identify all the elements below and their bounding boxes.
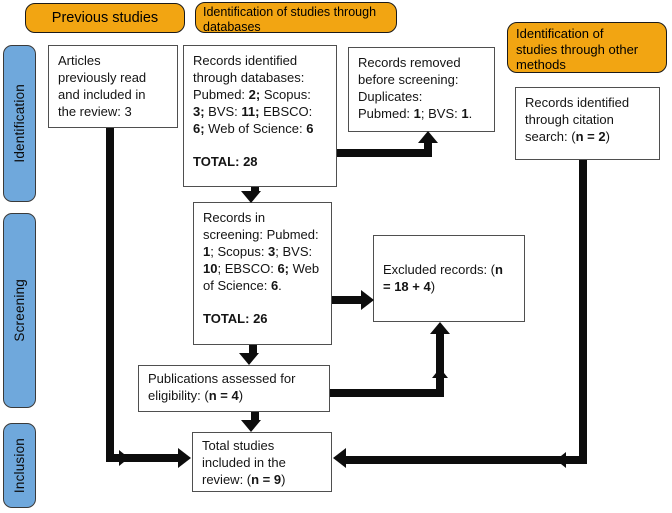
arrow-databases-to-removed-vshaft — [424, 143, 432, 157]
arrow-articles-to-total-vshaft — [106, 128, 114, 462]
arrow-articles-to-total-head — [178, 448, 191, 468]
phase-screening: Screening — [3, 213, 36, 408]
arrow-citation-to-total-midhead — [556, 452, 566, 468]
pill-identification-databases: Identification of studies through databa… — [195, 2, 397, 34]
box-records-in-screening: Records in screening: Pubmed: 1; Scopus:… — [193, 202, 332, 345]
arrow-articles-to-total-hshaft — [106, 454, 178, 462]
box-excluded-records: Excluded records: (n = 18 + 4) — [373, 235, 525, 322]
phase-screening-label: Screening — [12, 279, 27, 342]
arrow-databases-to-removed-head — [418, 131, 438, 143]
box-articles-previously-read: Articles previously read and included in… — [48, 45, 178, 128]
arrow-databases-to-removed-hshaft — [337, 149, 432, 157]
arrow-publications-to-total-shaft — [251, 412, 259, 421]
arrow-publications-to-excluded-head — [430, 322, 450, 334]
arrow-publications-to-excluded-midhead — [432, 368, 448, 378]
arrow-publications-to-excluded-hshaft — [330, 389, 444, 397]
phase-inclusion-label: Inclusion — [12, 437, 27, 494]
phase-identification: Identification — [3, 45, 36, 202]
box-records-identified-databases: Records identified through databases: Pu… — [183, 45, 337, 187]
box-records-citation-search: Records identified through citation sear… — [515, 87, 660, 160]
arrow-screening-to-excluded-head — [361, 290, 374, 310]
phase-inclusion: Inclusion — [3, 423, 36, 508]
arrow-publications-to-excluded-vshaft — [436, 334, 444, 397]
arrow-citation-to-total-vshaft — [579, 160, 587, 464]
arrow-articles-to-total-midhead — [119, 450, 129, 466]
arrow-databases-to-screening-head — [241, 191, 261, 203]
arrow-screening-to-excluded-shaft — [332, 296, 362, 304]
arrow-databases-to-screening-shaft — [251, 187, 259, 193]
arrow-publications-to-total-head — [241, 420, 261, 432]
box-publications-assessed: Publications assessed for eligibility: (… — [138, 365, 330, 412]
box-records-removed-before-screening: Records removed before screening: Duplic… — [348, 47, 495, 132]
phase-identification-label: Identification — [12, 84, 27, 163]
arrow-citation-to-total-hshaft — [346, 456, 587, 464]
arrow-screening-to-publications-head — [239, 353, 259, 365]
pill-previous-studies: Previous studies — [25, 3, 185, 33]
box-total-studies-included: Total studies included in the review: (n… — [192, 432, 332, 492]
arrow-citation-to-total-head — [333, 448, 346, 468]
arrow-screening-to-publications-shaft — [249, 345, 257, 354]
pill-identification-other-methods: Identification of studies through other … — [507, 22, 667, 73]
